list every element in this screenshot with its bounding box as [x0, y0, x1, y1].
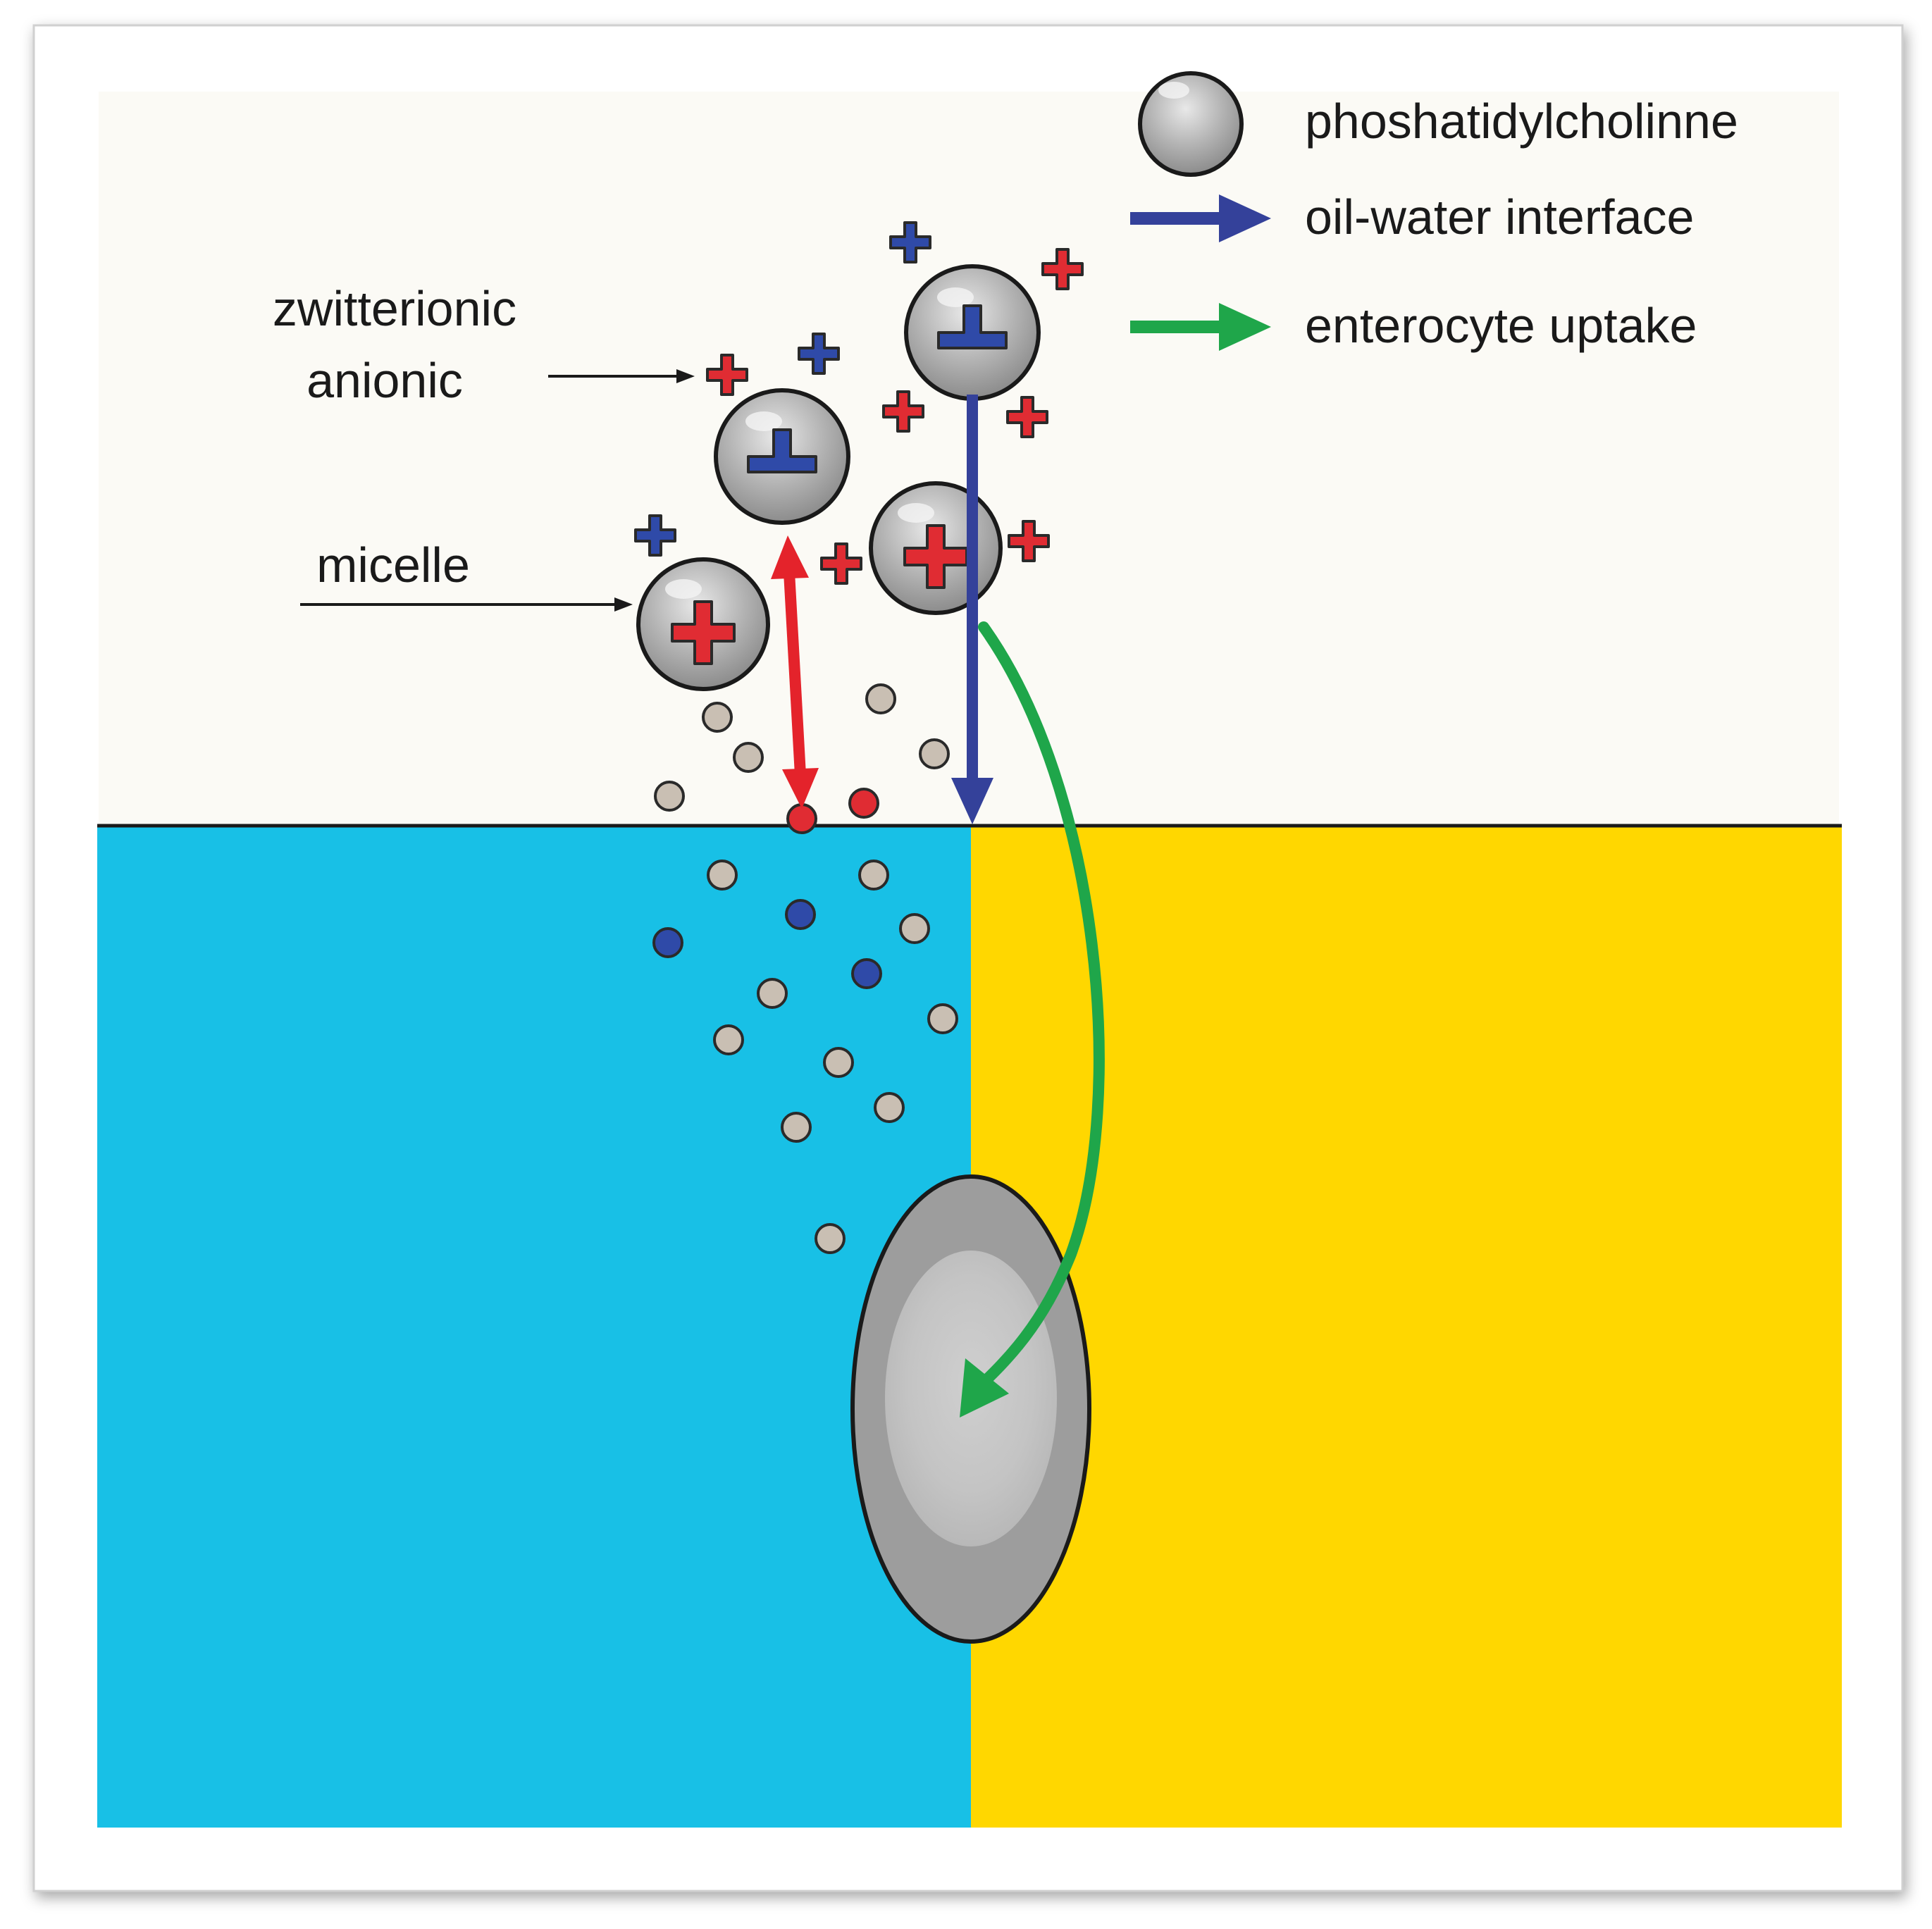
aqueous-particles — [652, 860, 958, 1254]
charge-symbols — [634, 221, 1084, 585]
legend-item-phosphatidylcholine: phoshatidylcholinne — [1138, 71, 1738, 177]
legend-item-oil-water-interface: oil-water interface — [1130, 190, 1694, 244]
plus-sign-icon — [671, 600, 736, 665]
legend: phoshatidylcholinne oil-water interface … — [1130, 71, 1738, 353]
inverted-t-icon — [937, 304, 1008, 349]
label-pointers — [300, 369, 695, 612]
particle — [874, 1092, 905, 1123]
plus-sign-icon — [820, 542, 862, 585]
particle — [858, 860, 889, 891]
particle-anionic — [785, 899, 816, 930]
legend-item-enterocyte-uptake: enterocyte uptake — [1130, 298, 1697, 353]
plus-sign-icon — [1008, 520, 1050, 562]
particle — [707, 860, 738, 891]
red-double-arrow — [771, 535, 819, 809]
oil-region — [971, 826, 1842, 1828]
label-micelle: micelle — [316, 538, 470, 593]
particle — [713, 1024, 744, 1055]
inverted-t-icon — [747, 428, 817, 473]
particle — [865, 683, 896, 714]
particle-anionic — [652, 927, 683, 958]
arrow-right-icon — [1219, 303, 1271, 351]
spheres — [636, 264, 1041, 691]
particle — [654, 781, 685, 812]
anionic-sphere-top — [904, 264, 1041, 401]
particle — [927, 1003, 958, 1034]
arrow-right-icon — [1219, 194, 1271, 242]
legend-label: enterocyte uptake — [1305, 298, 1697, 353]
sphere-icon — [1138, 71, 1244, 177]
plus-sign-icon — [634, 514, 676, 557]
particle — [757, 978, 788, 1009]
plus-sign-icon — [706, 354, 748, 396]
particle-charged — [848, 788, 879, 819]
particle — [781, 1112, 812, 1143]
particle — [733, 742, 764, 773]
blue-arrow — [951, 395, 993, 824]
plus-sign-icon — [903, 524, 968, 589]
particle — [815, 1223, 846, 1254]
label-zwitterionic: zwitterionic — [273, 281, 516, 336]
particle — [702, 702, 733, 733]
anionic-sphere-left — [714, 388, 850, 525]
particle — [919, 738, 950, 769]
plus-sign-icon — [1006, 396, 1048, 438]
positive-sphere-right — [869, 481, 1003, 615]
plus-sign-icon — [882, 390, 924, 433]
particle — [823, 1047, 854, 1078]
particle-anionic — [851, 958, 882, 989]
legend-label: oil-water interface — [1305, 190, 1694, 244]
aqueous-region — [97, 826, 971, 1828]
label-anionic: anionic — [306, 353, 463, 408]
plus-sign-icon — [889, 221, 931, 263]
plus-sign-icon — [1041, 248, 1084, 290]
green-arrow — [960, 621, 1105, 1418]
particle — [899, 913, 930, 944]
upper-particles — [654, 683, 950, 834]
micelle-sphere — [636, 557, 770, 691]
legend-label: phoshatidylcholinne — [1305, 94, 1738, 149]
plus-sign-icon — [798, 333, 840, 375]
